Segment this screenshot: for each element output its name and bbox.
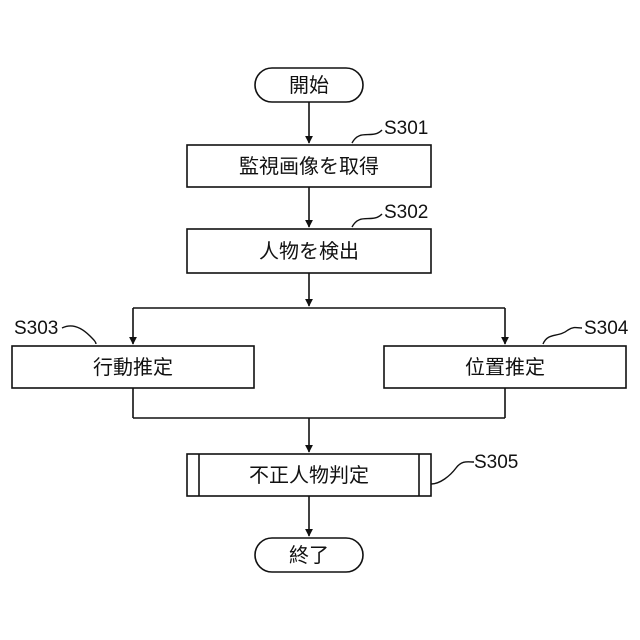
predefined-process-box-s305: 不正人物判定 bbox=[187, 454, 431, 496]
s302-leader-line bbox=[352, 214, 382, 227]
end-label: 終了 bbox=[289, 543, 329, 567]
s304-label: 位置推定 bbox=[465, 355, 545, 379]
end-terminal: 終了 bbox=[255, 538, 363, 572]
s302-step-id: S302 bbox=[384, 202, 428, 223]
s302-label: 人物を検出 bbox=[259, 239, 359, 263]
start-label: 開始 bbox=[289, 73, 329, 97]
s304-step-id: S304 bbox=[584, 318, 629, 339]
s301-step-id: S301 bbox=[384, 118, 428, 139]
s304-leader-line bbox=[543, 328, 582, 345]
process-box-s303: 行動推定 bbox=[12, 346, 254, 388]
s303-label: 行動推定 bbox=[93, 355, 173, 379]
process-box-s304: 位置推定 bbox=[384, 346, 626, 388]
process-box-s301: 監視画像を取得 bbox=[187, 145, 431, 187]
s303-leader-line bbox=[62, 326, 96, 344]
process-box-s302: 人物を検出 bbox=[187, 229, 431, 273]
s305-label: 不正人物判定 bbox=[249, 463, 369, 487]
s305-step-id: S305 bbox=[474, 452, 518, 473]
s305-leader-line bbox=[431, 462, 474, 484]
start-terminal: 開始 bbox=[255, 68, 363, 102]
s301-leader-line bbox=[352, 130, 382, 143]
s303-step-id: S303 bbox=[14, 318, 58, 339]
s301-label: 監視画像を取得 bbox=[239, 154, 379, 178]
